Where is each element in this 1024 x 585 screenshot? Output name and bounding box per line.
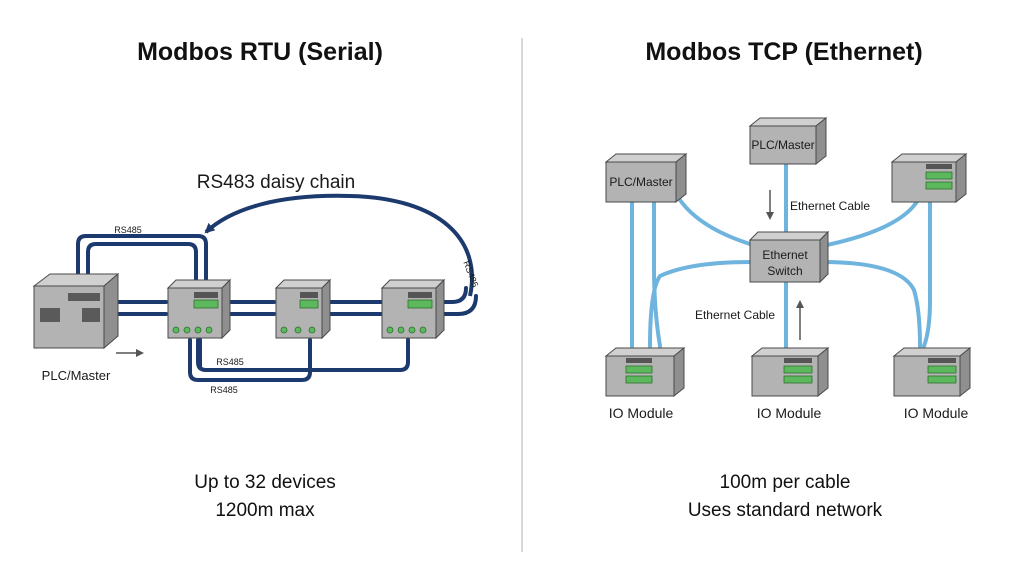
io-module-right-label: IO Module (904, 405, 969, 421)
tcp-caption-line2: Uses standard network (687, 500, 883, 521)
rtu-caption-line1: Up to 32 devices (194, 472, 336, 493)
ethernet-master-left-label: PLC/Master (609, 175, 672, 189)
io-module-left (604, 346, 686, 398)
ethernet-master-top (748, 116, 828, 166)
serial-master-label: PLC/Master (42, 368, 111, 383)
switch-label-line2: Switch (767, 264, 802, 278)
ethernet-master-top-label: PLC/Master (751, 138, 814, 152)
daisy-chain-arrow (204, 193, 474, 297)
daisy-chain-label: RS483 daisy chain (197, 172, 355, 193)
ethernet-cable-label-bottom: Ethernet Cable (695, 308, 775, 322)
rs485-label-right: RS485 (461, 259, 480, 288)
ethernet-master-left (604, 152, 688, 204)
serial-device-2 (274, 278, 332, 340)
io-module-center-label: IO Module (757, 405, 822, 421)
io-module-left-label: IO Module (609, 405, 674, 421)
serial-plc-master (32, 272, 120, 350)
switch-label-line1: Ethernet (762, 248, 808, 262)
tcp-caption-line1: 100m per cable (719, 472, 851, 493)
io-module-center (750, 346, 830, 398)
serial-device-1 (166, 278, 232, 340)
rtu-title: Modbos RTU (Serial) (137, 38, 383, 66)
rs485-label-bottom-inner: RS485 (216, 357, 244, 367)
ethernet-cables (630, 162, 932, 350)
rtu-caption-line2: 1200m max (215, 500, 315, 521)
serial-device-3 (380, 278, 446, 340)
tcp-title: Modbos TCP (Ethernet) (645, 38, 923, 66)
ethernet-switch (748, 230, 830, 284)
io-module-right (892, 346, 972, 398)
ethernet-cable-label-top: Ethernet Cable (790, 199, 870, 213)
ethernet-device-top-right (890, 152, 968, 204)
rs485-label-top: RS485 (114, 225, 142, 235)
serial-cables (76, 234, 478, 382)
rs485-label-bottom-outer: RS485 (210, 385, 238, 395)
